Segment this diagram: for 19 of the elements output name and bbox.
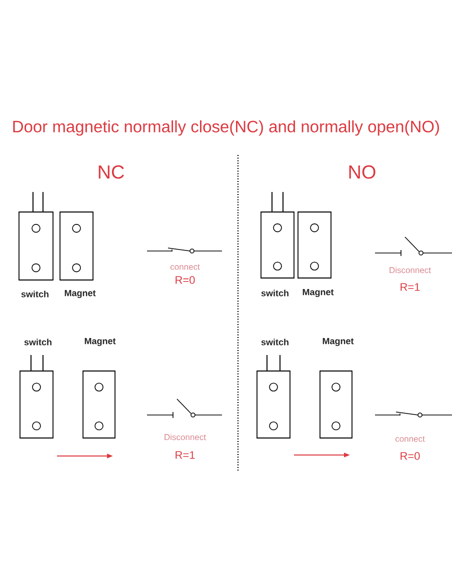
state-label: Disconnect bbox=[390, 266, 431, 274]
state-label: connect bbox=[395, 436, 425, 442]
part-label: Magnet bbox=[302, 288, 334, 298]
part-label: Magnet bbox=[84, 338, 116, 346]
panel-heading: NO bbox=[349, 165, 376, 179]
part-label: Magnet bbox=[322, 338, 354, 346]
part-label: Magnet bbox=[64, 290, 96, 298]
part-label: switch bbox=[261, 338, 288, 346]
part-label: switch bbox=[21, 290, 48, 298]
panel-heading: NC bbox=[98, 165, 124, 179]
title: Door magnetic normally close(NC) and normally open(NO) bbox=[13, 120, 439, 136]
part-label: switch bbox=[24, 338, 52, 346]
resistance-value: R=1 bbox=[176, 451, 195, 459]
part-label: switch bbox=[261, 290, 288, 296]
state-label: Disconnect bbox=[164, 434, 206, 440]
resistance-value: R=1 bbox=[400, 283, 420, 291]
resistance-value: R=0 bbox=[400, 452, 420, 460]
state-label: connect bbox=[170, 264, 200, 270]
resistance-value: R=0 bbox=[176, 276, 195, 284]
